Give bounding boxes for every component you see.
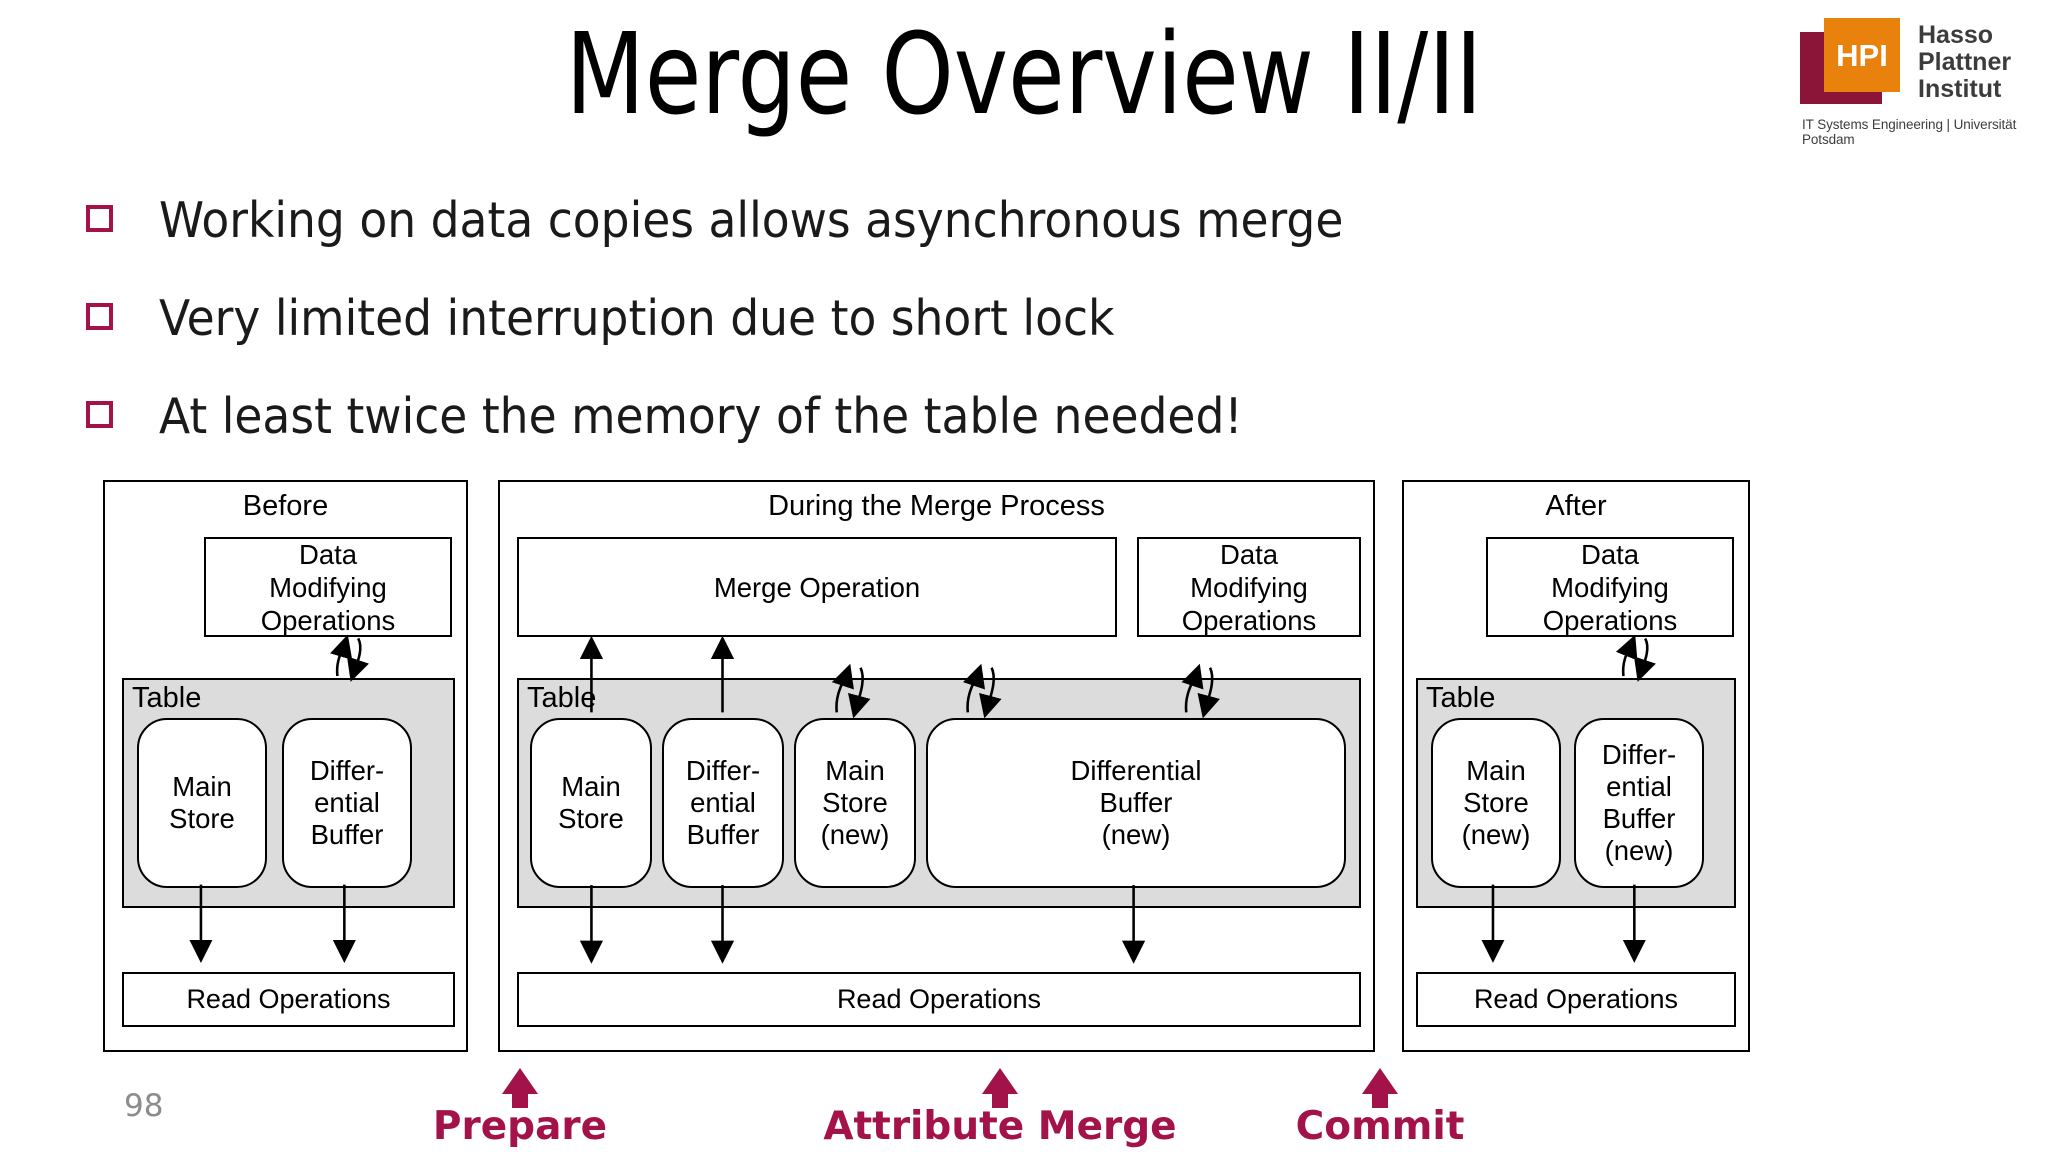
prepare-arrow-icon bbox=[502, 1068, 538, 1108]
logo-name-line-2: Plattner bbox=[1918, 48, 2012, 76]
bullet-square-icon bbox=[86, 303, 113, 330]
list-item: Very limited interruption due to short l… bbox=[86, 281, 1786, 379]
marker-prepare: Prepare bbox=[420, 1068, 620, 1152]
read-operations-box-before: Read Operations bbox=[122, 972, 455, 1027]
page-title: Merge Overview II/II bbox=[565, 10, 1483, 140]
bullet-square-icon bbox=[86, 205, 113, 232]
bullet-text: Working on data copies allows asynchrono… bbox=[159, 192, 1344, 249]
panel-title-during: During the Merge Process bbox=[768, 490, 1105, 522]
read-operations-box-during: Read Operations bbox=[517, 972, 1361, 1027]
logo-name-line-3: Institut bbox=[1918, 75, 2002, 103]
marker-label: Attribute Merge bbox=[823, 1104, 1177, 1149]
logo-hpi-text: HPI bbox=[1836, 38, 1888, 73]
marker-label: Commit bbox=[1295, 1104, 1465, 1149]
list-item: Working on data copies allows asynchrono… bbox=[86, 183, 1786, 281]
bullet-text: At least twice the memory of the table n… bbox=[159, 388, 1243, 445]
bullet-text: Very limited interruption due to short l… bbox=[159, 290, 1115, 347]
hpi-logo-mark: HPI bbox=[1800, 18, 1912, 114]
merge-operation-box: Merge Operation bbox=[517, 537, 1117, 637]
diagram-panel-during: During the Merge Process Merge Operation… bbox=[498, 480, 1375, 1052]
commit-arrow-icon bbox=[1362, 1068, 1398, 1108]
marker-attribute-merge: Attribute Merge bbox=[823, 1068, 1177, 1152]
read-operations-label: Read Operations bbox=[186, 984, 391, 1014]
panel-title-before: Before bbox=[242, 490, 329, 522]
logo-name-line-1: Hasso bbox=[1918, 21, 1994, 49]
read-operations-label: Read Operations bbox=[1473, 984, 1679, 1014]
marker-label: Prepare bbox=[432, 1104, 608, 1149]
read-operations-label: Read Operations bbox=[836, 984, 1042, 1014]
logo-wordmark: Hasso Plattner Institut bbox=[1918, 22, 2011, 103]
table-label-during: Table bbox=[527, 682, 597, 714]
list-item: At least twice the memory of the table n… bbox=[86, 379, 1786, 477]
table-label-before: Table bbox=[132, 682, 202, 714]
panel-title-after: After bbox=[1545, 490, 1607, 522]
merge-operation-label: Merge Operation bbox=[713, 571, 921, 603]
attribute-merge-arrow-icon bbox=[982, 1068, 1018, 1108]
bullet-square-icon bbox=[86, 401, 113, 428]
page-number: 98 bbox=[124, 1088, 164, 1124]
bullet-list: Working on data copies allows asynchrono… bbox=[86, 183, 1786, 477]
read-operations-box-after: Read Operations bbox=[1416, 972, 1736, 1027]
hpi-logo: HPI Hasso Plattner Institut IT Systems E… bbox=[1800, 18, 2038, 147]
logo-tagline: IT Systems Engineering | Universität Pot… bbox=[1802, 117, 2017, 147]
marker-commit: Commit bbox=[1290, 1068, 1520, 1152]
table-label-after: Table bbox=[1426, 682, 1496, 714]
logo-orange-square bbox=[1824, 18, 1900, 92]
